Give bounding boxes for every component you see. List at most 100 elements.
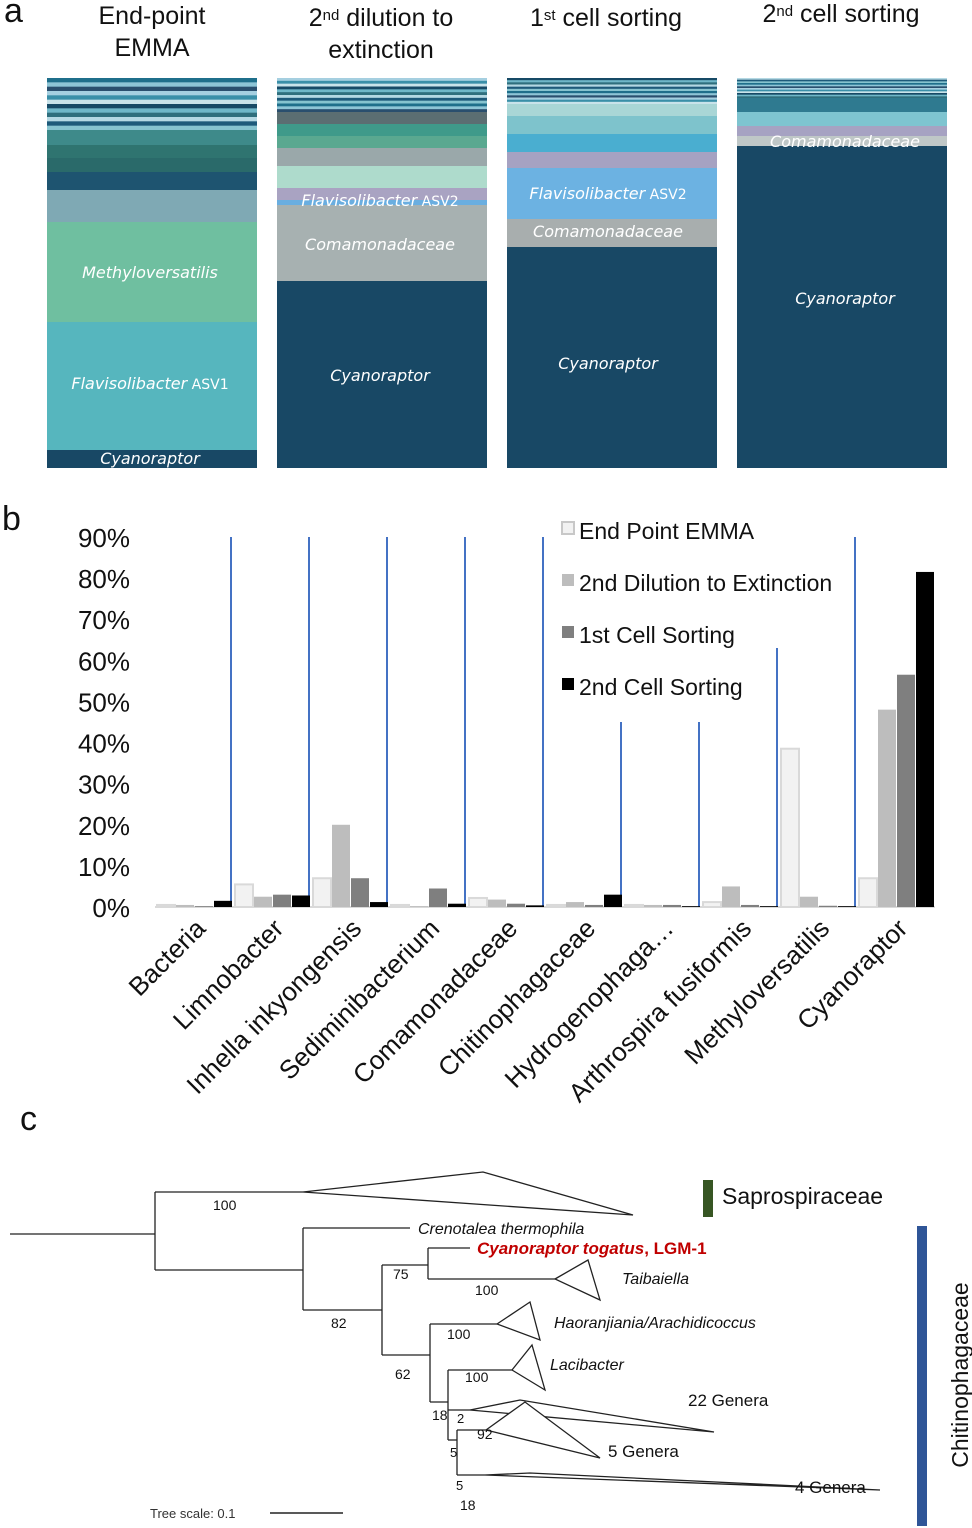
minor-taxon-stripe (277, 92, 487, 96)
bar-3 (682, 906, 700, 907)
taxon-segment (47, 145, 257, 158)
minor-taxon-stripe (47, 78, 257, 83)
bar-2 (195, 906, 213, 907)
bar-3 (916, 571, 934, 907)
bootstrap-value: 100 (465, 1369, 489, 1385)
bar-3 (292, 895, 310, 907)
minor-taxon-stripe (47, 125, 257, 131)
minor-taxon-stripe (737, 89, 947, 92)
y-tick-label: 60% (78, 646, 130, 676)
bar-2 (273, 894, 291, 907)
legend-swatch (562, 678, 574, 690)
bar-2 (663, 904, 681, 907)
taxon-segment (277, 200, 487, 205)
y-tick-label: 0% (92, 893, 130, 923)
collapsed-clade (495, 1300, 541, 1342)
minor-taxon-stripe (277, 83, 487, 87)
minor-taxon-stripe (737, 88, 947, 91)
minor-taxon-stripe (737, 79, 947, 82)
bar-0 (780, 747, 800, 908)
panel-c-letter: c (20, 1100, 37, 1138)
saprospiraceae-label: Saprospiraceae (722, 1183, 883, 1209)
taxon-segment (507, 219, 717, 247)
segment-label: Comamonadaceae (533, 222, 683, 241)
minor-taxon-stripe (507, 84, 717, 88)
minor-taxon-stripe (737, 83, 947, 86)
y-tick-label: 10% (78, 852, 130, 882)
genera4-label: 4 Genera (795, 1478, 866, 1497)
taxon-segment (277, 136, 487, 148)
taxon-segment (507, 104, 717, 116)
minor-taxon-stripe (277, 78, 487, 82)
genera5-label: 5 Genera (608, 1442, 679, 1461)
bar-3 (838, 906, 856, 907)
bootstrap-value: 2 (457, 1411, 464, 1426)
column-title-2nd-sorting: 2nd cell sorting (762, 0, 920, 28)
minor-taxon-stripe (737, 93, 947, 96)
bar-0 (702, 901, 722, 908)
panel-b-bar-chart: 0%10%20%30%40%50%60%70%80%90%BacteriaLim… (78, 518, 935, 1108)
taxon-segment (277, 148, 487, 166)
legend-label: 1st Cell Sorting (579, 622, 735, 648)
minor-taxon-stripe (737, 78, 947, 81)
segment-label: Flavisolibacter ASV1 (71, 374, 228, 393)
bar-1 (566, 902, 584, 907)
chitinophagaceae-bar (917, 1226, 927, 1526)
minor-taxon-stripe (277, 106, 487, 110)
bar-1 (254, 896, 272, 907)
collapsed-clade (302, 1171, 634, 1216)
cyanoraptor-togatus-label: Cyanoraptor togatus, LGM-1 (477, 1239, 707, 1258)
minor-taxon-stripe (737, 86, 947, 89)
minor-taxon-stripe (47, 99, 257, 105)
panel-b-letter: b (2, 500, 21, 538)
stacked-column-1: Flavisolibacter ASV2ComamonadaceaeCyanor… (277, 78, 487, 468)
taxon-segment (47, 322, 257, 450)
minor-taxon-stripe (507, 91, 717, 94)
taibaiella-label: Taibaiella (622, 1271, 689, 1288)
bar-0 (234, 883, 254, 909)
bar-3 (370, 902, 388, 907)
bootstrap-value: 5 (456, 1478, 463, 1493)
minor-taxon-stripe (507, 86, 717, 90)
taxon-segment (507, 134, 717, 152)
genera22-label: 22 Genera (688, 1391, 769, 1410)
bar-0 (624, 903, 644, 909)
legend-swatch (562, 574, 574, 586)
minor-taxon-stripe (47, 86, 257, 92)
bar-3 (604, 894, 622, 907)
bar-3 (214, 900, 232, 907)
segment-label: Cyanoraptor (795, 289, 896, 308)
minor-taxon-stripe (277, 100, 487, 104)
column-title-end-point-emma: End-point EMMA (98, 2, 206, 62)
legend-label: 2nd Dilution to Extinction (579, 570, 832, 596)
bar-2 (585, 904, 603, 907)
minor-taxon-stripe (737, 91, 947, 94)
y-tick-label: 40% (78, 729, 130, 759)
bar-1 (722, 886, 740, 907)
segment-label: Cyanoraptor (558, 354, 659, 373)
legend-label: End Point EMMA (579, 518, 755, 544)
bootstrap-value: 5 (450, 1445, 457, 1460)
taxon-segment (47, 172, 257, 190)
bar-3 (760, 906, 778, 907)
minor-taxon-stripe (277, 103, 487, 107)
minor-taxon-stripe (507, 93, 717, 96)
chitinophagaceae-label: Chitinophagaceae (947, 1282, 972, 1467)
minor-taxon-stripe (47, 91, 257, 96)
collapsed-clade (511, 1343, 547, 1392)
taxon-segment (277, 205, 487, 281)
taxon-segment (737, 146, 947, 468)
panel-a-letter: a (4, 0, 23, 30)
bar-2 (819, 905, 837, 907)
y-tick-label: 20% (78, 811, 130, 841)
y-tick-label: 80% (78, 564, 130, 594)
column-title-dilution: 2nd dilution to extinction (308, 4, 454, 64)
segment-label: Flavisolibacter ASV2 (301, 191, 458, 210)
bootstrap-value: 100 (213, 1197, 237, 1213)
bar-1 (644, 904, 662, 907)
minor-taxon-stripe (507, 88, 717, 92)
bootstrap-value: 75 (393, 1266, 409, 1282)
bar-0 (312, 877, 332, 909)
